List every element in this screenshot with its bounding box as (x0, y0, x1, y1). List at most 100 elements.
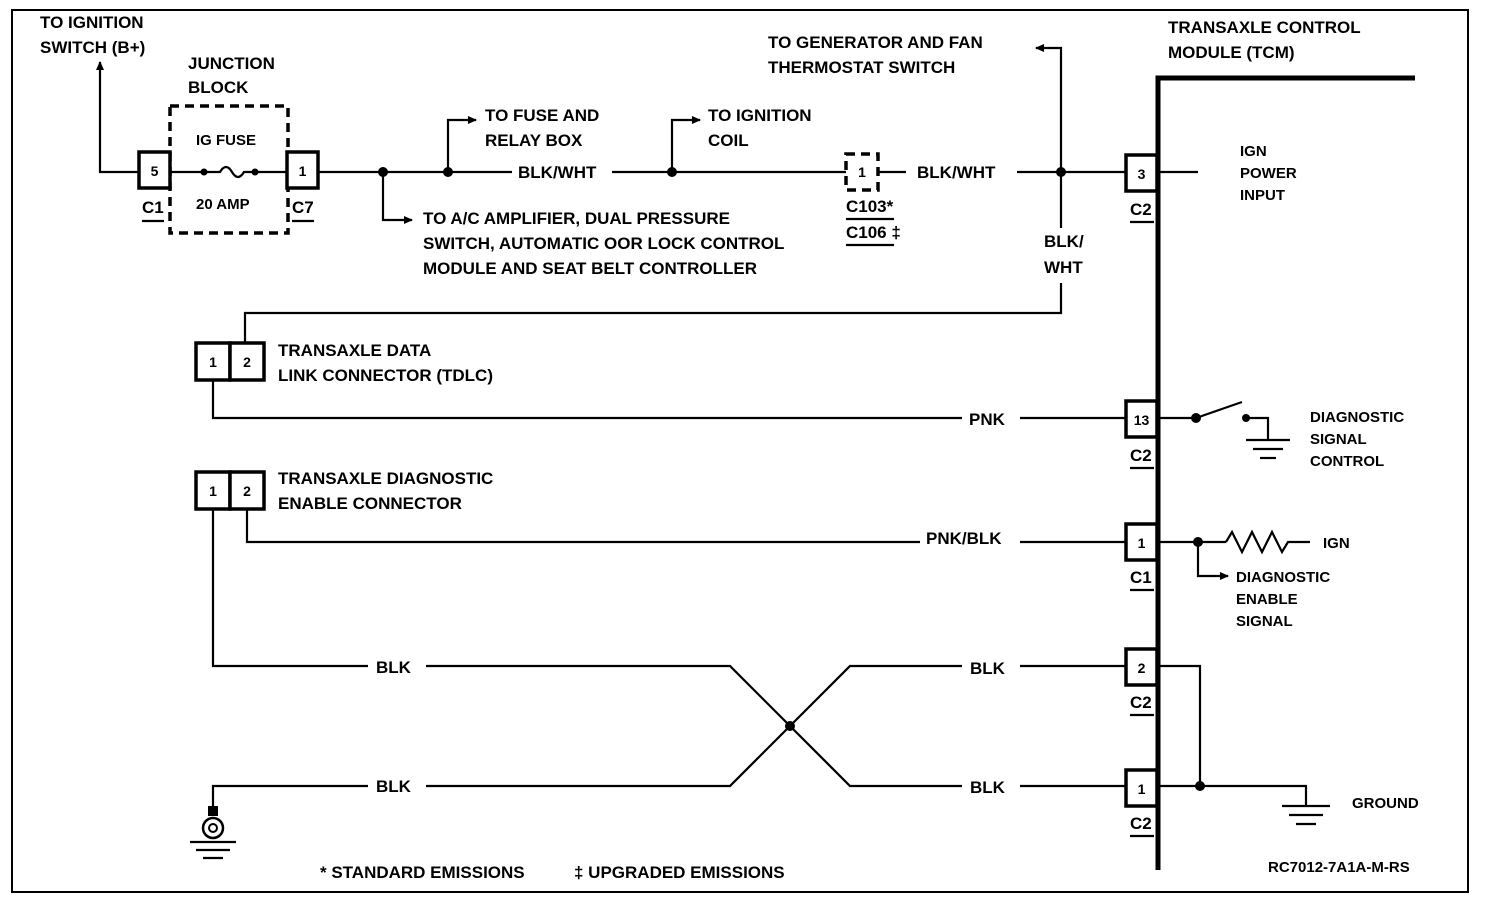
diag-enable-signal-label-1: DIAGNOSTIC (1236, 569, 1330, 586)
fuse-name: IG FUSE (196, 132, 256, 149)
ground-label: GROUND (1352, 795, 1419, 812)
tdlc-pin2-label: 2 (243, 354, 251, 370)
generator-label-2: THERMOSTAT SWITCH (768, 58, 955, 77)
tdlc-feed-wire: BLK/ WHT (243, 172, 1084, 342)
generator-label-1: TO GENERATOR AND FAN (768, 33, 983, 52)
wire-label-pnk: PNK (969, 410, 1006, 429)
pullup-resistor: IGN DIAGNOSTIC ENABLE SIGNAL (1158, 529, 1350, 630)
fuse-relay-label-1: TO FUSE AND (485, 106, 599, 125)
branch-generator: TO GENERATOR AND FAN THERMOSTAT SWITCH (768, 33, 1063, 172)
junction-block-label-2: BLOCK (188, 78, 249, 97)
branch-ignition-coil: TO IGNITION COIL (670, 106, 812, 172)
fuse-icon (204, 165, 255, 179)
wire-label-blk-4: BLK (970, 778, 1006, 797)
tdlc-label-1: TRANSAXLE DATA (278, 341, 431, 360)
diag-signal-control-label-1: DIAGNOSTIC (1310, 409, 1404, 426)
junction-block: JUNCTION BLOCK IG FUSE 20 AMP (168, 54, 290, 235)
wire-label-blk-wht-1: BLK/WHT (518, 163, 597, 182)
legend: * STANDARD EMISSIONS ‡ UPGRADED EMISSION… (320, 863, 785, 882)
ign-power-label-2: POWER (1240, 165, 1297, 182)
main-feed-wire: BLK/WHT (318, 163, 846, 182)
switch-contact-icon (1195, 400, 1243, 420)
diagram-frame (11, 9, 1469, 893)
ignition-switch-feed: TO IGNITION SWITCH (B+) (40, 13, 145, 174)
ac-amp-label-1: TO A/C AMPLIFIER, DUAL PRESSURE (423, 209, 730, 228)
ign-power-label-1: IGN (1240, 143, 1267, 160)
tcm-pin-3: 3 C2 IGN POWER INPUT (1124, 143, 1297, 224)
fuse-rating: 20 AMP (196, 196, 250, 213)
tdlc-label-2: LINK CONNECTOR (TDLC) (278, 366, 493, 385)
ignition-switch-label-2: SWITCH (B+) (40, 38, 145, 57)
tdlc-connector: 1 2 TRANSAXLE DATA LINK CONNECTOR (TDLC) (194, 341, 493, 385)
c103-label: C103* (846, 197, 894, 216)
tcm-pin3-label: 3 (1138, 166, 1146, 182)
ac-amp-label-3: MODULE AND SEAT BELT CONTROLLER (423, 259, 757, 278)
tcm-pin13-conn: C2 (1130, 446, 1152, 465)
crossing-splice (785, 721, 795, 731)
tcm-module: TRANSAXLE CONTROL MODULE (TCM) (1155, 18, 1415, 870)
wire-label-blk-2: BLK (376, 777, 412, 796)
connector-c103-c106: 1 C103* C106 ‡ (844, 152, 901, 247)
tcm-pin13-label: 13 (1134, 412, 1150, 428)
tcm-pin1-c2-label: 1 (1138, 781, 1146, 797)
pin-1-label: 1 (299, 163, 307, 179)
ign-label: IGN (1323, 535, 1350, 552)
wire-label-blk-v1: BLK/ (1044, 232, 1084, 251)
tcm-pin-1-c1: 1 C1 (1124, 522, 1159, 592)
pnk-blk-wire: PNK/BLK (245, 509, 1125, 548)
branch-fuse-relay-box: TO FUSE AND RELAY BOX (446, 106, 599, 172)
junction-block-label-1: JUNCTION (188, 54, 275, 73)
ignition-switch-wire (96, 61, 139, 174)
tcm-pin1-c2-conn: C2 (1130, 814, 1152, 833)
resistor-icon (1225, 529, 1310, 555)
legend-upgraded-emissions: ‡ UPGRADED EMISSIONS (574, 863, 785, 882)
fuse-relay-label-2: RELAY BOX (485, 131, 583, 150)
wire-label-blk-wht-2: BLK/WHT (917, 163, 996, 182)
c7-label: C7 (292, 198, 314, 217)
tcm-boundary (1155, 75, 1415, 870)
legend-standard-emissions: * STANDARD EMISSIONS (320, 863, 525, 882)
chassis-ground-icon (190, 806, 236, 860)
tcm-pin2-label: 2 (1138, 660, 1146, 676)
tcm-label-1: TRANSAXLE CONTROL (1168, 18, 1361, 37)
diagnostic-switch: DIAGNOSTIC SIGNAL CONTROL (1158, 400, 1404, 470)
connector-c7-pin1: 1 C7 (285, 150, 320, 223)
ac-amp-label-2: SWITCH, AUTOMATIC OOR LOCK CONTROL (423, 234, 784, 253)
diag-signal-control-label-3: CONTROL (1310, 453, 1384, 470)
tcm-pin-1-c2: 1 C2 (1124, 768, 1159, 838)
diag-enable-connector: 1 2 TRANSAXLE DIAGNOSTIC ENABLE CONNECTO… (194, 469, 493, 513)
blk-wire-upper: BLK BLK (211, 509, 1125, 797)
tcm-pin1-c1-conn: C1 (1130, 568, 1152, 587)
diag-conn-label-2: ENABLE CONNECTOR (278, 494, 462, 513)
tcm-ground: GROUND (1158, 664, 1419, 826)
diag-conn-pin1-label: 1 (209, 483, 217, 499)
wire-label-pnk-blk: PNK/BLK (926, 529, 1002, 548)
c106-label: C106 ‡ (846, 223, 901, 242)
wire-label-wht-v2: WHT (1044, 258, 1083, 277)
c1-label: C1 (142, 198, 164, 217)
diag-conn-label-1: TRANSAXLE DIAGNOSTIC (278, 469, 493, 488)
reference-code: RC7012-7A1A-M-RS (1268, 859, 1410, 876)
blk-wire-lower: BLK BLK (211, 659, 1125, 806)
tcm-pin1-c1-label: 1 (1138, 535, 1146, 551)
pnk-wire: PNK (211, 380, 1125, 429)
diag-enable-signal-label-2: ENABLE (1236, 591, 1298, 608)
connector-c1-pin5: 5 C1 (137, 150, 172, 223)
diag-signal-control-label-2: SIGNAL (1310, 431, 1367, 448)
tcm-pin3-conn: C2 (1130, 200, 1152, 219)
c103-pin-label: 1 (858, 164, 866, 180)
tcm-pin-13: 13 C2 (1124, 399, 1159, 470)
wire-label-blk-3: BLK (970, 659, 1006, 678)
tcm-pin2-conn: C2 (1130, 693, 1152, 712)
diag-conn-pin2-label: 2 (243, 483, 251, 499)
branch-ac-amplifier: TO A/C AMPLIFIER, DUAL PRESSURE SWITCH, … (381, 172, 784, 278)
ignition-switch-label-1: TO IGNITION (40, 13, 144, 32)
ign-power-label-3: INPUT (1240, 187, 1285, 204)
wire-label-blk-1: BLK (376, 658, 412, 677)
diag-enable-signal-label-3: SIGNAL (1236, 613, 1293, 630)
tcm-pin-2: 2 C2 (1124, 647, 1159, 717)
tcm-label-2: MODULE (TCM) (1168, 43, 1295, 62)
pin-5-label: 5 (151, 163, 159, 179)
ign-coil-label-1: TO IGNITION (708, 106, 812, 125)
